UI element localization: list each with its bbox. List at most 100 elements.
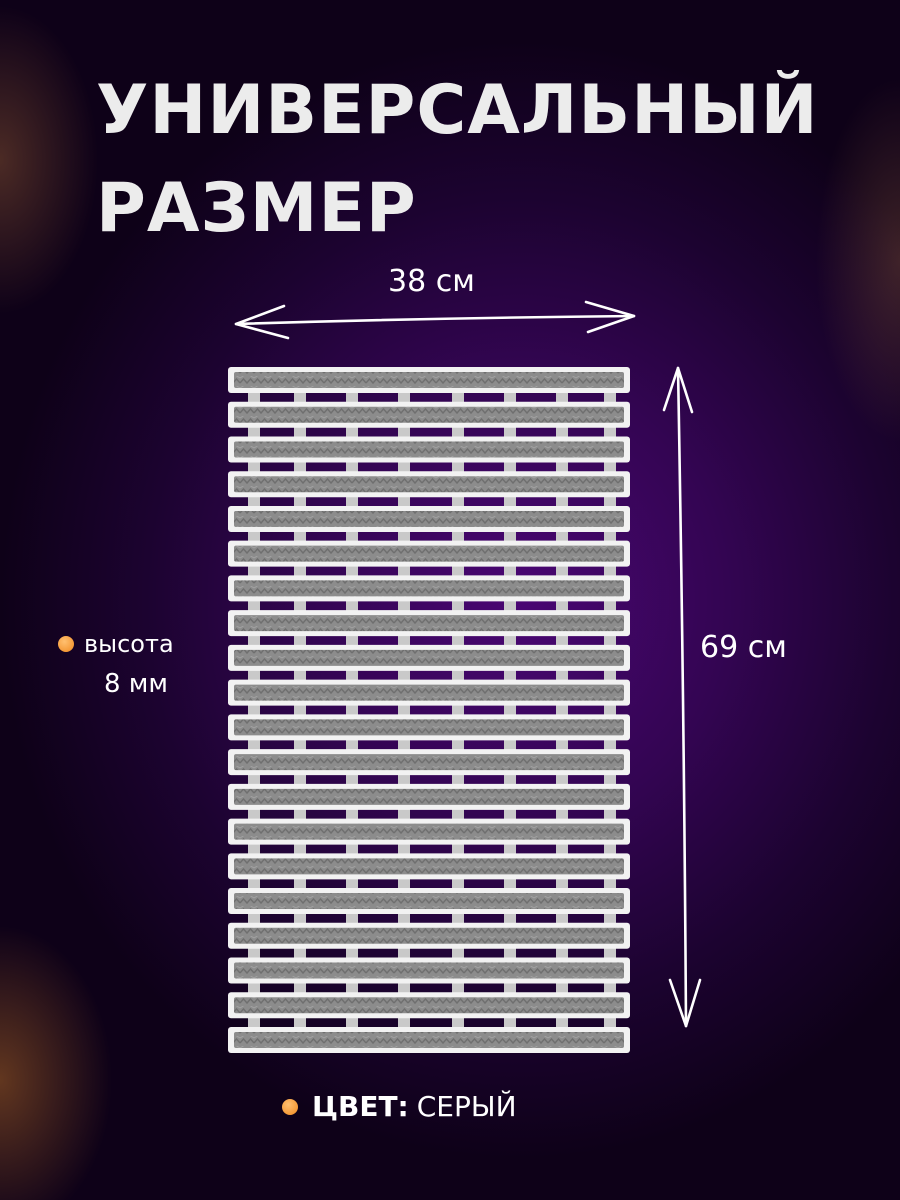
mat-connector bbox=[604, 878, 616, 890]
mat-connector bbox=[556, 635, 568, 646]
mat-connector bbox=[294, 774, 306, 785]
mat-connector bbox=[248, 739, 260, 751]
mat-connector bbox=[248, 913, 260, 924]
mat-connector bbox=[452, 704, 464, 716]
mat-connector bbox=[452, 843, 464, 855]
mat-connector bbox=[346, 565, 358, 577]
mat-connector bbox=[452, 808, 464, 820]
mat-connector bbox=[398, 982, 410, 994]
mat-connector bbox=[346, 913, 358, 924]
mat-connector bbox=[398, 635, 410, 646]
mat-connector bbox=[556, 913, 568, 924]
mat-connector bbox=[452, 600, 464, 612]
mat-connector bbox=[398, 739, 410, 751]
page-title: УНИВЕРСАЛЬНЫЙ РАЗМЕР bbox=[96, 62, 818, 258]
bath-mat-image bbox=[228, 367, 630, 1053]
mat-connector bbox=[248, 600, 260, 612]
mat-connector bbox=[452, 1017, 464, 1028]
mat-connector bbox=[346, 774, 358, 785]
bullet-icon bbox=[282, 1098, 298, 1115]
mat-connector bbox=[452, 982, 464, 994]
mat-connector bbox=[504, 496, 516, 507]
mat-connector bbox=[556, 461, 568, 473]
mat-connector bbox=[604, 739, 616, 751]
mat-connector bbox=[504, 1017, 516, 1028]
mat-connector bbox=[504, 392, 516, 403]
mat-connector bbox=[294, 461, 306, 473]
mat-connector bbox=[248, 461, 260, 473]
mat-connector bbox=[604, 635, 616, 646]
mat-connector bbox=[452, 947, 464, 959]
mat-slat-tread bbox=[234, 1032, 624, 1048]
mat-connector bbox=[294, 496, 306, 507]
mat-connector bbox=[294, 947, 306, 959]
mat-connector bbox=[504, 600, 516, 612]
mat-connector bbox=[556, 669, 568, 681]
mat-connector bbox=[294, 704, 306, 716]
mat-connector bbox=[556, 530, 568, 542]
mat-connector bbox=[504, 878, 516, 890]
mat-connector bbox=[398, 878, 410, 890]
mat-connector bbox=[556, 739, 568, 751]
mat-slat-tread bbox=[234, 649, 624, 666]
mat-slat-tread bbox=[234, 372, 624, 388]
length-label: 69 см bbox=[700, 630, 787, 665]
mat-connector bbox=[604, 808, 616, 820]
mat-connector bbox=[604, 1017, 616, 1028]
mat-connector bbox=[604, 843, 616, 855]
mat-connector bbox=[248, 565, 260, 577]
mat-slat-tread bbox=[234, 893, 624, 910]
mat-connector bbox=[398, 530, 410, 542]
mat-connector bbox=[398, 1017, 410, 1028]
mat-connector bbox=[294, 635, 306, 646]
height-label: высота bbox=[84, 630, 174, 658]
mat-connector bbox=[398, 913, 410, 924]
color-value: СЕРЫЙ bbox=[416, 1090, 517, 1123]
mat-connector bbox=[504, 565, 516, 577]
mat-connector bbox=[346, 635, 358, 646]
mat-connector bbox=[604, 704, 616, 716]
mat-connector bbox=[248, 704, 260, 716]
mat-connector bbox=[346, 461, 358, 473]
mat-connector bbox=[248, 808, 260, 820]
mat-connector bbox=[346, 600, 358, 612]
mat-connector bbox=[248, 496, 260, 507]
mat-connector bbox=[556, 426, 568, 438]
mat-connector bbox=[556, 1017, 568, 1028]
mat-connector bbox=[504, 669, 516, 681]
height-value: 8 мм bbox=[104, 669, 169, 699]
mat-connector bbox=[294, 739, 306, 751]
mat-slats bbox=[228, 367, 630, 1053]
mat-connector bbox=[346, 947, 358, 959]
mat-connector bbox=[604, 426, 616, 438]
mat-connector bbox=[294, 565, 306, 577]
mat-connector bbox=[294, 392, 306, 403]
mat-connector bbox=[604, 947, 616, 959]
mat-connector bbox=[248, 426, 260, 438]
mat-connector bbox=[452, 496, 464, 507]
mat-connector bbox=[452, 878, 464, 890]
mat-connector bbox=[452, 426, 464, 438]
mat-connector bbox=[346, 739, 358, 751]
mat-connector bbox=[248, 843, 260, 855]
mat-connector bbox=[294, 426, 306, 438]
mat-slat-tread bbox=[234, 510, 624, 527]
mat-connector bbox=[248, 878, 260, 890]
mat-connector bbox=[604, 530, 616, 542]
mat-connector bbox=[504, 426, 516, 438]
mat-connector bbox=[604, 461, 616, 473]
mat-slat-tread bbox=[234, 858, 624, 875]
mat-slat-tread bbox=[234, 788, 624, 805]
mat-connector bbox=[604, 565, 616, 577]
mat-connector bbox=[504, 704, 516, 716]
mat-connector bbox=[452, 530, 464, 542]
mat-connector bbox=[604, 669, 616, 681]
width-label: 38 см bbox=[388, 264, 475, 299]
mat-connector bbox=[504, 530, 516, 542]
height-note: высота bbox=[58, 624, 174, 664]
mat-connector bbox=[248, 1017, 260, 1028]
mat-connector bbox=[504, 913, 516, 924]
mat-connector bbox=[604, 496, 616, 507]
mat-slat-tread bbox=[234, 754, 624, 771]
mat-connector bbox=[504, 635, 516, 646]
